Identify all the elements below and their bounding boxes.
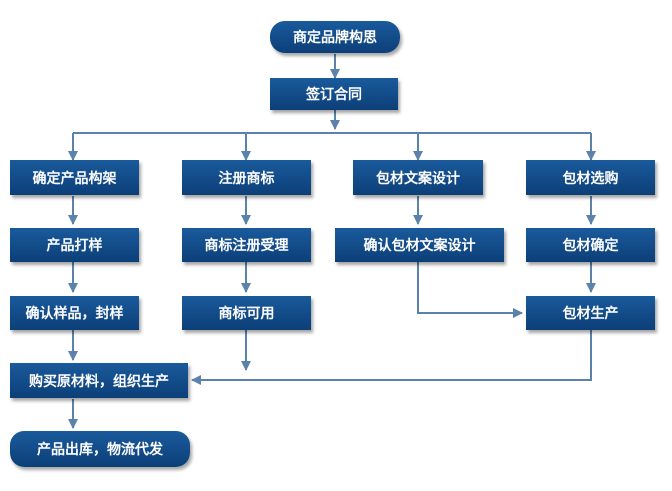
node-brand-concept: 商定品牌构思: [270, 21, 400, 53]
node-trademark-application-accepted: 商标注册受理: [182, 228, 311, 262]
node-confirm-packaging-copy-design: 确认包材文案设计: [335, 228, 504, 262]
node-confirm-sample-seal: 确认样品，封样: [10, 296, 139, 330]
node-product-sampling: 产品打样: [10, 228, 139, 262]
node-packaging-selection: 包材选购: [526, 160, 655, 195]
arrow-copy-step1-to-packaging-production: [417, 262, 523, 318]
node-product-shipping: 产品出库，物流代发: [10, 431, 190, 467]
node-sign-contract: 签订合同: [270, 78, 398, 110]
node-purchase-materials: 购买原材料，组织生产: [10, 363, 188, 398]
node-packaging-confirmed: 包材确定: [526, 228, 655, 262]
arrow-packaging-production-to-purchase: [191, 330, 592, 385]
node-register-trademark: 注册商标: [182, 160, 311, 195]
node-trademark-available: 商标可用: [182, 296, 311, 330]
node-packaging-copy-design: 包材文案设计: [353, 160, 483, 195]
node-packaging-production: 包材生产: [526, 296, 655, 330]
node-confirm-product-structure: 确定产品构架: [10, 160, 139, 195]
